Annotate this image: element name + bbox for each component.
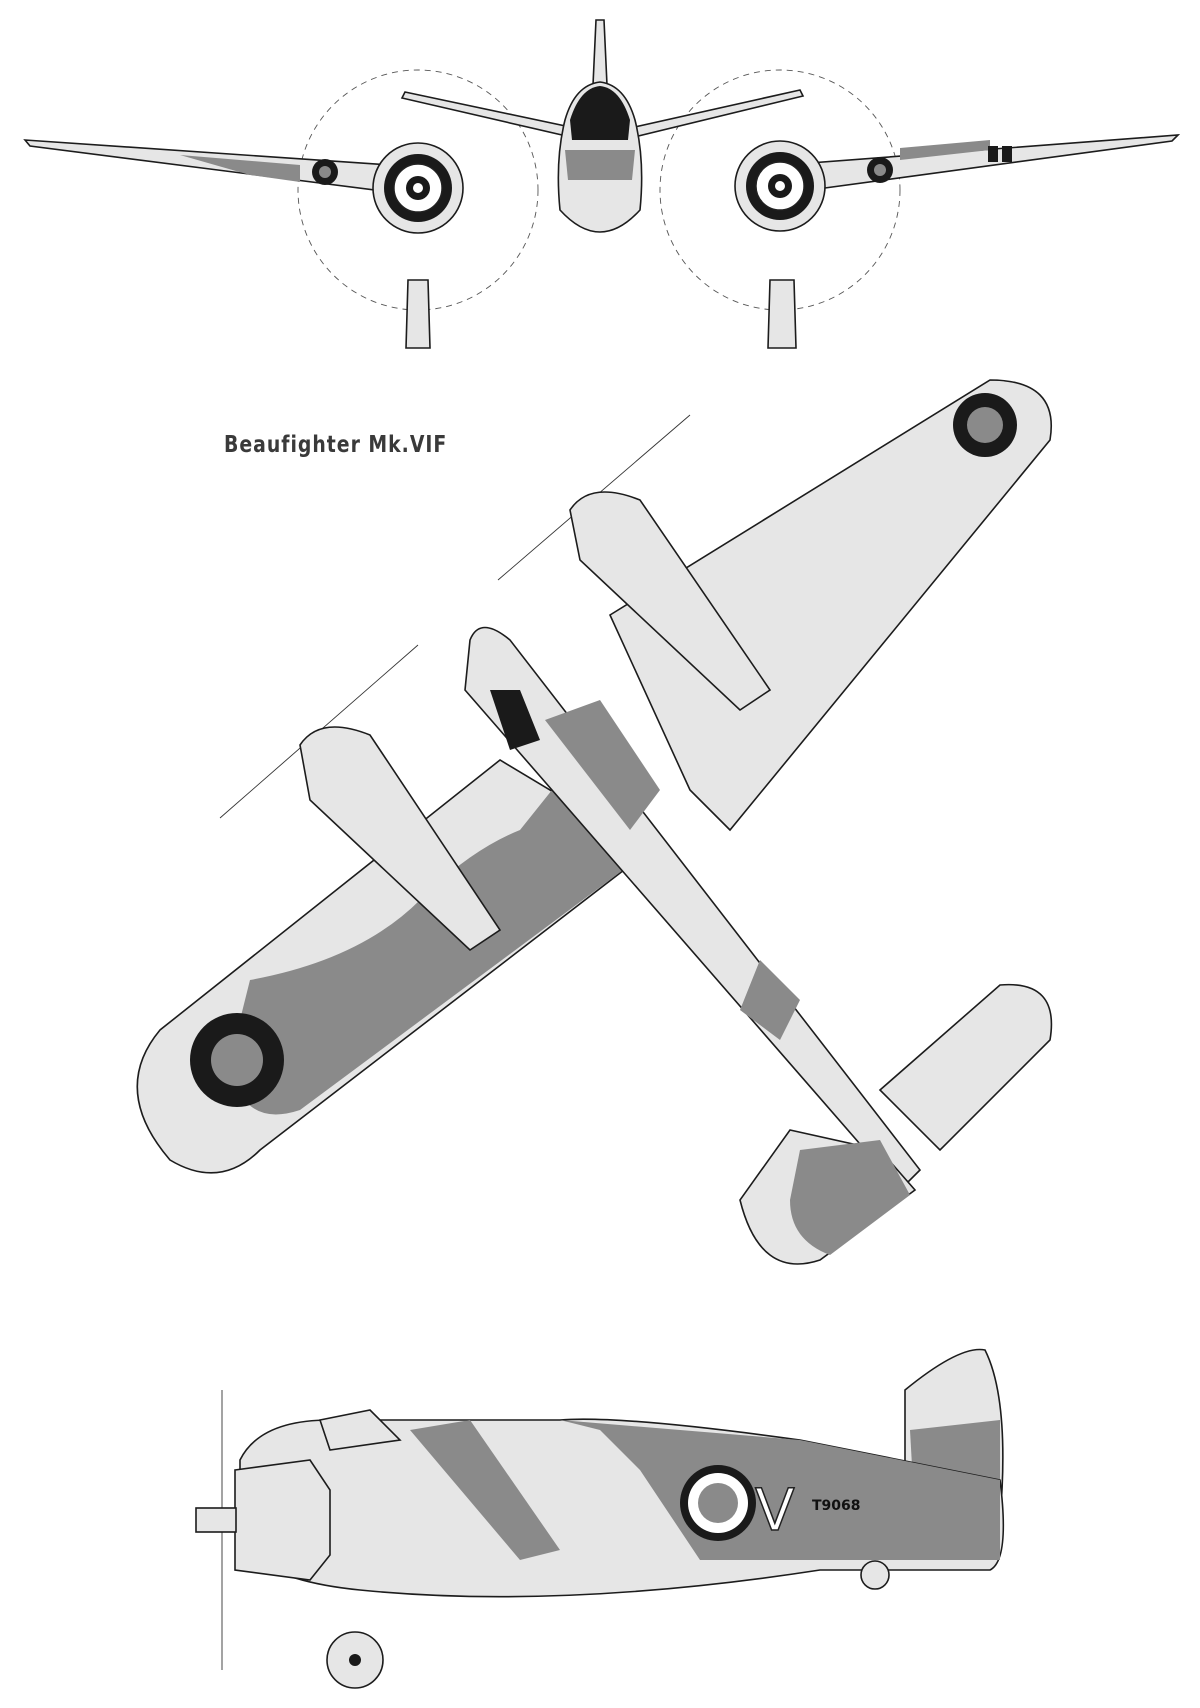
plan-upper-wing [608,379,1052,832]
side-tail-wheel [860,1560,890,1590]
front-view [23,19,1181,349]
side-engine [234,1459,331,1581]
front-left-gear [405,279,431,349]
drawing-title: Beaufighter Mk.VIF [224,432,448,458]
plan-view [136,379,1053,1265]
front-right-wing [809,134,1181,191]
plan-tailplane-upper [878,983,1053,1152]
front-right-gear [767,279,797,349]
side-cockpit [318,1409,402,1451]
side-serial: T9068 [812,1498,861,1514]
side-squadron-letter: V [755,1476,795,1544]
plan-upper-nacelle [569,491,772,712]
side-view: V T9068 [195,1348,1005,1689]
front-tailplane [400,91,576,140]
front-tailplane-right [629,89,805,140]
plan-lower-nacelle [299,726,502,952]
front-fin [592,19,608,86]
